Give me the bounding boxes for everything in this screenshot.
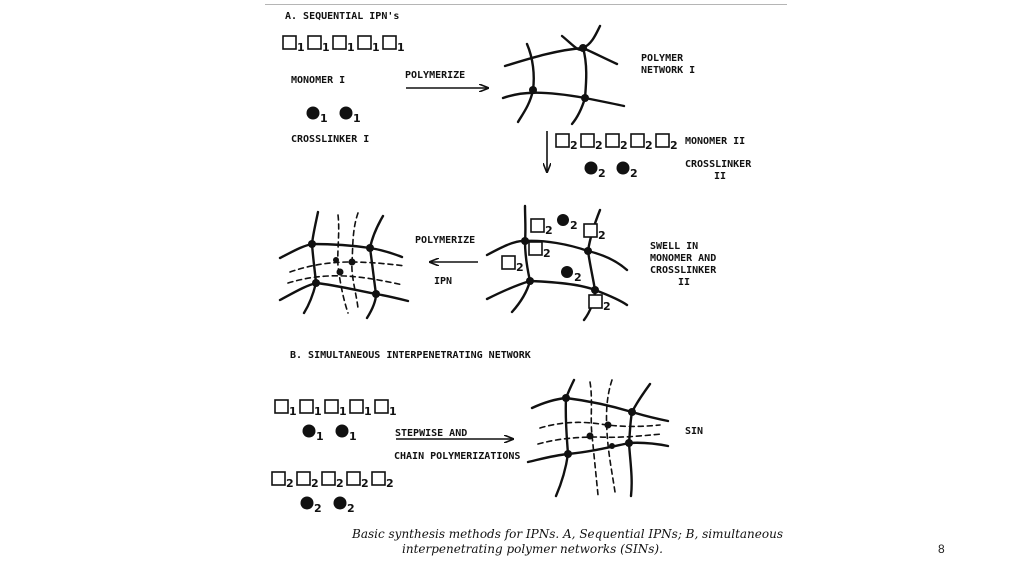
svg-text:2: 2 xyxy=(645,139,653,152)
section-a-title: A. SEQUENTIAL IPN's xyxy=(285,11,399,22)
crosslinker-1-dots-b: 1 1 xyxy=(302,424,357,443)
svg-text:1: 1 xyxy=(339,405,347,418)
monomer-1-label: MONOMER I xyxy=(291,75,345,86)
svg-text:2: 2 xyxy=(361,477,369,490)
stepwise-label: STEPWISE AND xyxy=(395,428,467,439)
svg-text:2: 2 xyxy=(595,139,603,152)
polymer-network-label-1: POLYMER xyxy=(641,53,684,64)
svg-text:2: 2 xyxy=(570,219,578,232)
monomer-1-squares-b: 1 1 1 1 1 xyxy=(274,399,397,418)
svg-text:2: 2 xyxy=(336,477,344,490)
monomer-2-squares-b: 2 2 2 2 2 xyxy=(271,471,394,490)
svg-text:2: 2 xyxy=(543,247,551,260)
svg-text:1: 1 xyxy=(289,405,297,418)
svg-text:2: 2 xyxy=(386,477,394,490)
crosslinker-1-label: CROSSLINKER I xyxy=(291,134,369,145)
page-number: 8 xyxy=(938,542,945,556)
svg-text:1: 1 xyxy=(389,405,397,418)
polymerize-label-2: POLYMERIZE xyxy=(415,235,475,246)
caption-line-2: interpenetrating polymer networks (SINs)… xyxy=(402,542,663,556)
svg-text:1: 1 xyxy=(372,41,380,54)
svg-text:1: 1 xyxy=(397,41,405,54)
svg-text:1: 1 xyxy=(349,430,357,443)
swell-label-3: CROSSLINKER xyxy=(650,265,717,276)
monomer-1-squares: 1 1 1 1 1 xyxy=(282,35,405,54)
svg-text:2: 2 xyxy=(574,271,582,284)
svg-text:1: 1 xyxy=(320,112,328,125)
crosslinker-2-dots: 2 2 xyxy=(584,161,638,180)
svg-text:2: 2 xyxy=(311,477,319,490)
svg-text:2: 2 xyxy=(598,167,606,180)
ipn-network xyxy=(278,210,410,320)
svg-text:1: 1 xyxy=(297,41,305,54)
monomer-2-label: MONOMER II xyxy=(685,136,745,147)
svg-text:2: 2 xyxy=(630,167,638,180)
sin-label: SIN xyxy=(685,426,703,437)
svg-text:2: 2 xyxy=(314,502,322,515)
swell-label-2: MONOMER AND xyxy=(650,253,716,264)
svg-text:1: 1 xyxy=(364,405,372,418)
swollen-network: 2 2 2 2 2 2 2 xyxy=(485,204,629,322)
section-b-title: B. SIMULTANEOUS INTERPENETRATING NETWORK xyxy=(290,350,531,361)
svg-text:2: 2 xyxy=(570,139,578,152)
svg-text:1: 1 xyxy=(353,112,361,125)
svg-text:1: 1 xyxy=(322,41,330,54)
sin-network xyxy=(526,378,670,498)
polymerize-label-1: POLYMERIZE xyxy=(405,70,465,81)
swell-label-4: II xyxy=(678,277,690,288)
crosslinker-2-label-2: II xyxy=(714,171,726,182)
svg-text:2: 2 xyxy=(347,502,355,515)
top-rule xyxy=(265,4,787,5)
svg-text:2: 2 xyxy=(516,261,524,274)
polymer-network-label-2: NETWORK I xyxy=(641,65,695,76)
svg-text:1: 1 xyxy=(314,405,322,418)
svg-text:2: 2 xyxy=(670,139,678,152)
svg-text:2: 2 xyxy=(620,139,628,152)
crosslinker-1-dots: 1 1 xyxy=(306,106,361,125)
chain-polymerizations-label: CHAIN POLYMERIZATIONS xyxy=(394,451,520,462)
caption-line-1: Basic synthesis methods for IPNs. A, Seq… xyxy=(351,527,783,541)
crosslinker-2-label-1: CROSSLINKER xyxy=(685,159,752,170)
svg-text:2: 2 xyxy=(286,477,294,490)
crosslinker-2-dots-b: 2 2 xyxy=(300,496,355,515)
svg-text:1: 1 xyxy=(316,430,324,443)
svg-text:2: 2 xyxy=(603,300,611,313)
polymer-network-1 xyxy=(501,24,626,126)
ipn-label: IPN xyxy=(434,276,452,287)
swell-label-1: SWELL IN xyxy=(650,241,698,252)
svg-text:1: 1 xyxy=(347,41,355,54)
monomer-2-squares: 2 2 2 2 2 xyxy=(555,133,678,152)
svg-text:2: 2 xyxy=(598,229,606,242)
svg-text:2: 2 xyxy=(545,224,553,237)
